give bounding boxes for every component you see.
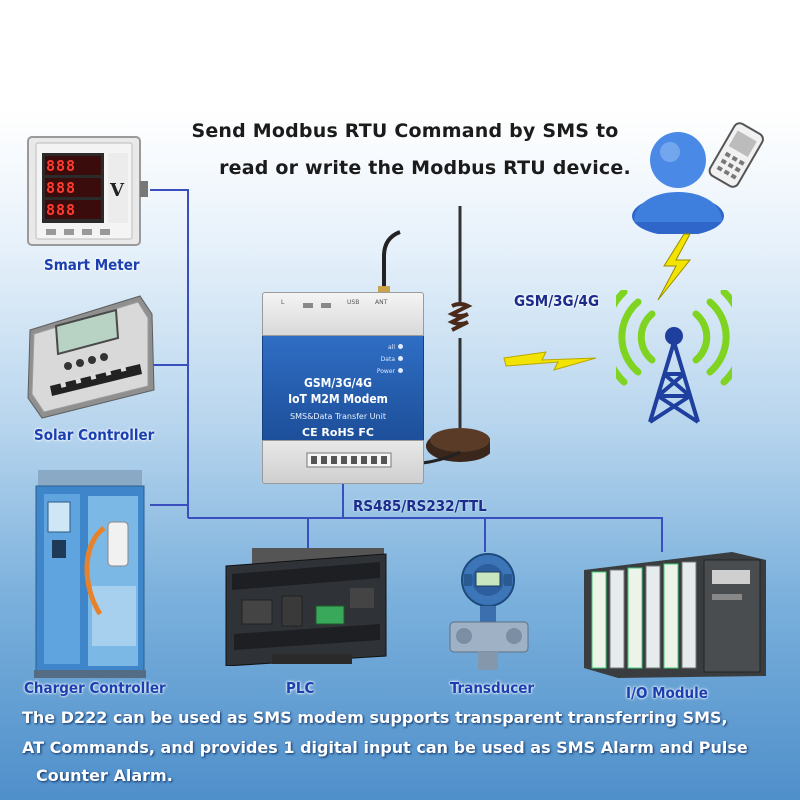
modem-title-line-2: IoT M2M Modem [288, 392, 388, 406]
modem-subtitle: SMS&Data Transfer Unit [290, 412, 386, 421]
cell-tower-icon [616, 290, 732, 424]
modem-certifications: CE RoHS FC [302, 426, 374, 439]
modem-front-panel: all Data Power GSM/3G/4G IoT M2M Modem S… [262, 336, 424, 440]
person-with-phone-icon [632, 122, 764, 234]
plc [222, 548, 390, 670]
port-label: USB [347, 299, 360, 306]
pressure-transducer-icon [449, 553, 529, 670]
solar-controller-icon [27, 295, 155, 419]
label-network: GSM/3G/4G [514, 292, 600, 310]
led-indicator [398, 344, 403, 349]
led-label: all [387, 344, 395, 351]
meter-digit-row: 888 [46, 201, 77, 219]
charger-controller [30, 466, 150, 682]
modem-terminal-block [262, 440, 424, 484]
label-transducer: Transducer [450, 679, 535, 697]
label-solar-controller: Solar Controller [34, 426, 155, 444]
antenna-icon [358, 206, 490, 484]
io-module-rack-icon [584, 552, 766, 678]
led-indicator [398, 356, 403, 361]
lightning-bolt-icon [503, 351, 597, 371]
meter-digit-row: 888 [46, 179, 77, 197]
iot-m2m-modem: L USB ANT all Data Power GSM/3G/4G IoT M… [262, 292, 424, 484]
terminal-block-icon [306, 452, 392, 468]
label-smart-meter: Smart Meter [44, 256, 140, 274]
led-label: Data [380, 356, 395, 363]
io-module [582, 550, 768, 684]
label-io-module: I/O Module [626, 684, 708, 702]
solar-controller [20, 290, 155, 424]
led-indicator [398, 368, 403, 373]
led-label: Power [376, 368, 395, 375]
meter-unit: V [110, 180, 124, 201]
port-slot [303, 303, 313, 308]
label-plc: PLC [286, 679, 315, 697]
label-charger-controller: Charger Controller [24, 679, 166, 697]
modem-top-panel: L USB ANT [262, 292, 424, 336]
footer-line-3: Counter Alarm. [36, 766, 173, 785]
plc-icon [225, 548, 387, 667]
modem-title-line-1: GSM/3G/4G [303, 376, 372, 390]
ev-charger-icon [34, 470, 146, 678]
meter-digit-row: 888 [46, 157, 77, 175]
port-label: ANT [375, 299, 388, 306]
headline-line-2: read or write the Modbus RTU device. [219, 157, 631, 179]
wire-smart-meter [150, 189, 189, 518]
smart-meter [24, 133, 150, 257]
smart-meter-icon [27, 136, 148, 246]
lightning-bolt-icon [657, 233, 692, 301]
port-label: L [281, 299, 285, 306]
port-slot [321, 303, 331, 308]
footer-line-2: AT Commands, and provides 1 digital inpu… [22, 738, 748, 757]
transducer [444, 550, 540, 678]
wire-main-bus [188, 517, 663, 552]
label-bus: RS485/RS232/TTL [353, 497, 487, 515]
footer-line-1: The D222 can be used as SMS modem suppor… [22, 708, 728, 727]
meter-digits: 888 888 888 [46, 155, 102, 221]
headline-line-1: Send Modbus RTU Command by SMS to [191, 120, 619, 142]
